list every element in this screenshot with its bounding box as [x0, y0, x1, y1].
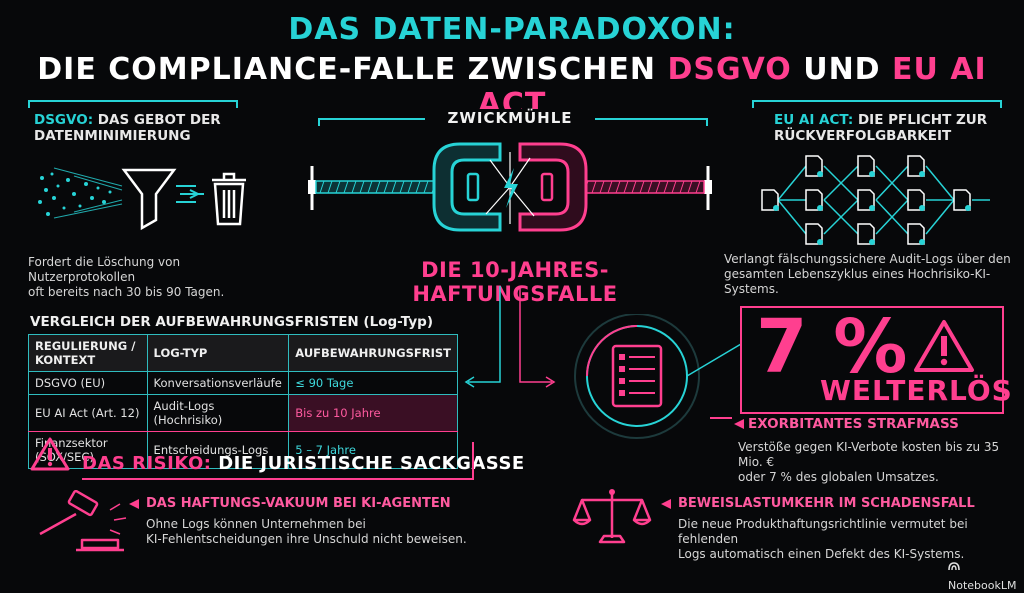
- table-header: REGULIERUNG / KONTEXT: [28, 334, 148, 372]
- left-panel-text: Fordert die Löschung von Nutzerprotokoll…: [28, 255, 225, 299]
- alert-triangle-icon: [914, 320, 974, 372]
- table-header: AUFBEWAHRUNGSFRIST: [288, 334, 458, 372]
- risk-underline: [82, 478, 474, 480]
- brand-logo: NotebookLM: [948, 555, 1024, 592]
- table-row: Finanzsektor (SOX/SEC) Entscheidungs-Log…: [28, 431, 458, 469]
- brand-name: NotebookLM: [948, 579, 1017, 592]
- penalty-text: Verstöße gegen KI-Verbote kosten bis zu …: [738, 440, 1000, 484]
- table-cell: 5 – 7 Jahre: [288, 431, 458, 469]
- zwickmuehle-label: ZWICKMÜHLE: [425, 109, 595, 127]
- burden-text: Die neue Produkthaftungsrichtlinie vermu…: [678, 517, 968, 561]
- center-arrows: [464, 286, 556, 388]
- table-cell: EU AI Act (Art. 12): [28, 394, 148, 432]
- table-cell: Konversationsverläufe: [146, 371, 290, 395]
- table-cell: Entscheidungs-Logs: [146, 431, 290, 469]
- title-und: UND: [791, 52, 893, 87]
- audit-log-network-icon: [761, 155, 990, 245]
- table-header: LOG-TYP: [146, 334, 290, 372]
- funnel-data-stream-icon: [38, 167, 246, 231]
- title-dsgvo: DSGVO: [667, 52, 792, 87]
- left-bracket: [28, 100, 238, 102]
- warning-triangle-icon: [30, 437, 70, 471]
- penalty-title: EXORBITANTES STRAFMASS: [748, 416, 959, 432]
- title-prefix: DIE COMPLIANCE-FALLE ZWISCHEN: [37, 52, 668, 87]
- judge-gavel-icon: [39, 490, 127, 552]
- table-row: EU AI Act (Art. 12) Audit-Logs (Hochrisi…: [28, 394, 458, 432]
- table-header-row: REGULIERUNG / KONTEXT LOG-TYP AUFBEWAHRU…: [28, 334, 458, 372]
- table-cell: Finanzsektor (SOX/SEC): [28, 431, 148, 469]
- notebooklm-logo-icon: [948, 561, 960, 570]
- table-cell: Audit-Logs (Hochrisiko): [146, 394, 290, 432]
- title-line-1: DAS DATEN-PARADOXON:: [288, 12, 736, 47]
- trash-icon: [212, 172, 246, 226]
- retention-table: REGULIERUNG / KONTEXT LOG-TYP AUFBEWAHRU…: [28, 334, 458, 469]
- pointer-arrow-icon: [661, 499, 671, 509]
- vacuum-title: DAS HAFTUNGS-VAKUUM BEI KI-AGENTEN: [146, 496, 451, 511]
- scales-of-justice-icon: [572, 489, 652, 544]
- table-cell: ≤ 90 Tage: [288, 371, 458, 395]
- penalty-label: WELTERLÖS: [820, 374, 1013, 407]
- risk-heading: DAS RISIKO: DIE JURISTISCHE SACKGASSE: [82, 453, 525, 474]
- vise-clamp-icon: [308, 142, 712, 232]
- table-title: VERGLEICH DER AUFBEWAHRUNGSFRISTEN (Log-…: [30, 314, 434, 330]
- pointer-arrow-icon: [734, 419, 744, 429]
- penalty-percent: 7 %: [756, 304, 908, 390]
- trap-label: DIE 10-JAHRES-HAFTUNGSFALLE: [412, 258, 618, 306]
- penalty-box: [740, 306, 1004, 414]
- right-panel-text: Verlangt fälschungssichere Audit-Logs üb…: [724, 252, 1011, 296]
- burden-title: BEWEISLASTUMKEHR IM SCHADENSFALL: [678, 496, 975, 511]
- table-cell: Bis zu 10 Jahre: [288, 394, 458, 432]
- pointer-arrow-icon: [129, 499, 139, 509]
- table-row: DSGVO (EU) Konversationsverläufe ≤ 90 Ta…: [28, 371, 458, 395]
- penalty-form-icon: [574, 314, 742, 439]
- table-cell: DSGVO (EU): [28, 371, 148, 395]
